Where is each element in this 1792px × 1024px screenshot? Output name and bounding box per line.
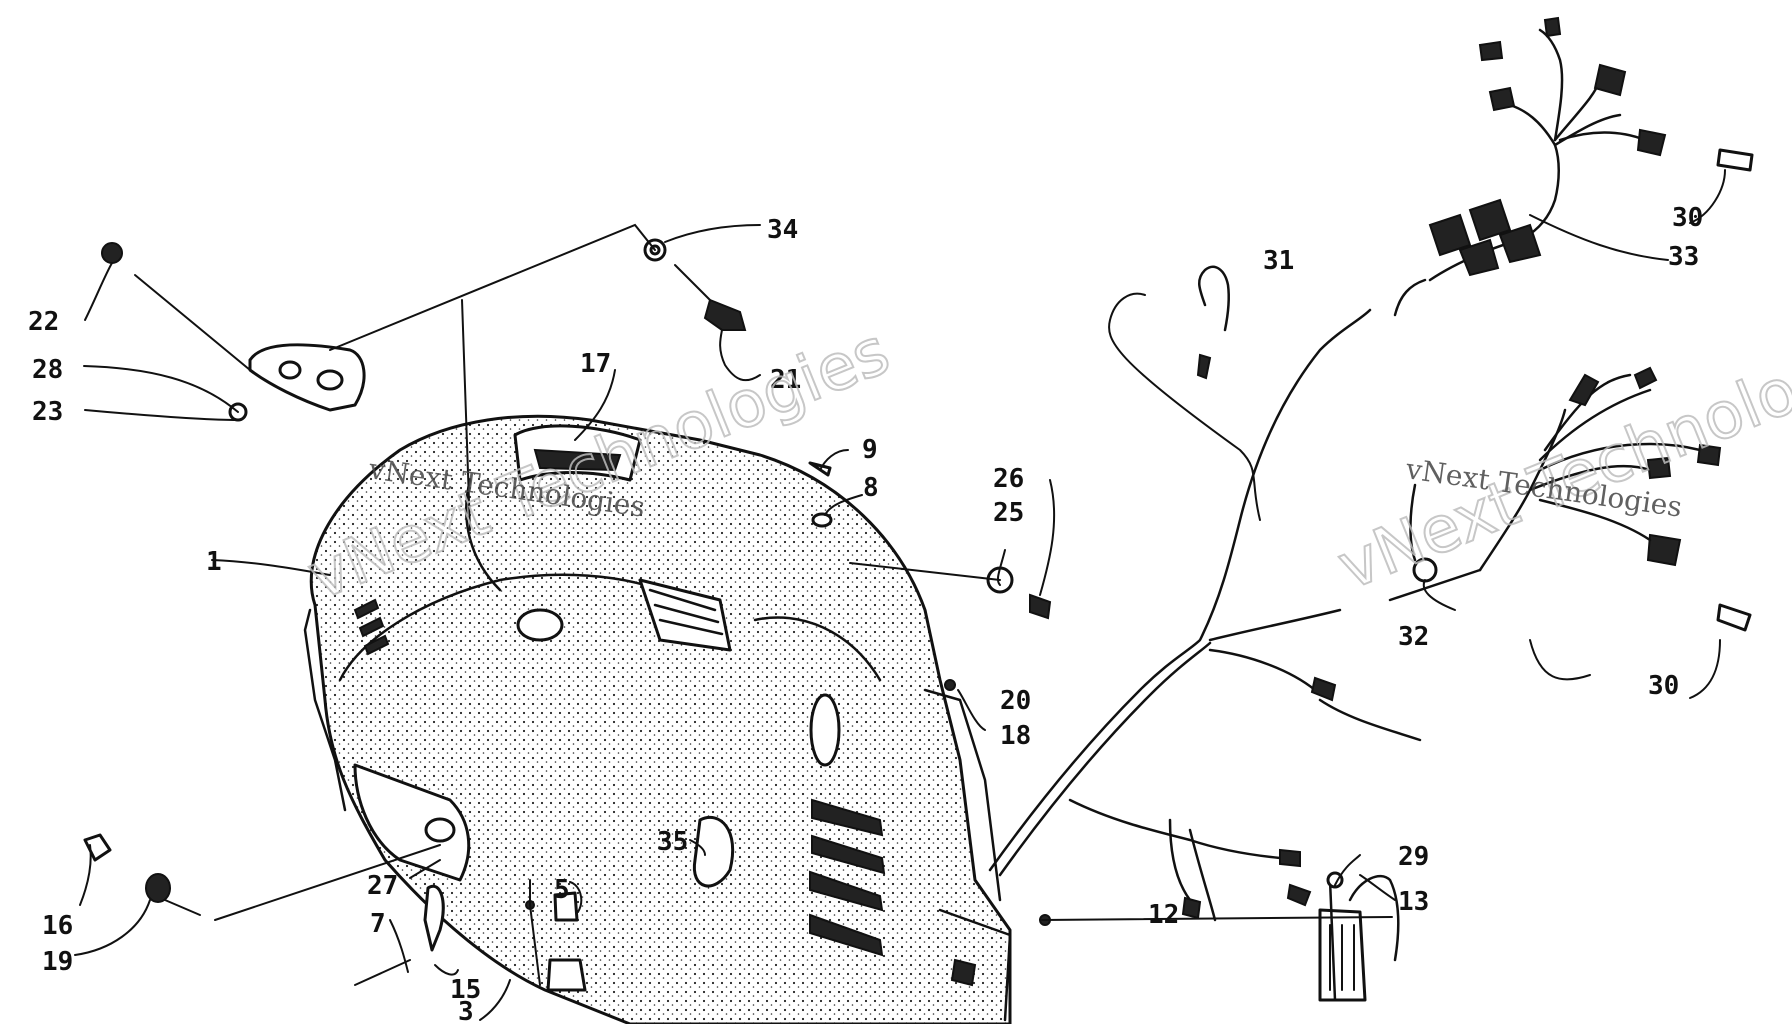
callout-23: 23 — [32, 397, 63, 427]
callout-12: 12 — [1148, 900, 1179, 930]
callout-21: 21 — [770, 365, 801, 395]
light-housing — [101, 242, 366, 422]
callout-29: 29 — [1398, 842, 1429, 872]
callout-18: 18 — [1000, 721, 1031, 751]
callout-13: 13 — [1398, 887, 1429, 917]
callout-20: 20 — [1000, 686, 1031, 716]
callout-19: 19 — [42, 947, 73, 977]
callout-1: 1 — [206, 547, 222, 577]
callout-22: 22 — [28, 307, 59, 337]
callout-33: 33 — [1668, 242, 1699, 272]
hood-body — [303, 414, 1012, 1024]
callout-labels: 1 3 5 7 8 9 12 13 15 16 17 18 19 20 21 2… — [28, 203, 1703, 1024]
callout-28: 28 — [32, 355, 63, 385]
callout-27: 27 — [367, 871, 398, 901]
callout-3: 3 — [458, 997, 474, 1024]
callout-16: 16 — [42, 911, 73, 941]
callout-30-bottom: 30 — [1648, 671, 1679, 701]
callout-26: 26 — [993, 464, 1024, 494]
wiring-harness — [988, 16, 1754, 1002]
callout-7: 7 — [370, 909, 386, 939]
leader-lines — [74, 169, 1726, 1021]
callout-35: 35 — [657, 827, 688, 857]
callout-32: 32 — [1398, 622, 1429, 652]
callout-8: 8 — [863, 473, 879, 503]
callout-25: 25 — [993, 498, 1024, 528]
callout-17: 17 — [580, 349, 611, 379]
callout-31: 31 — [1263, 246, 1294, 276]
callout-30-top: 30 — [1672, 203, 1703, 233]
callout-34: 34 — [767, 215, 798, 245]
watermark-large-right: vNext Technologies — [1328, 305, 1792, 605]
callout-15: 15 — [450, 975, 481, 1005]
callout-9: 9 — [862, 435, 878, 465]
callout-5: 5 — [554, 875, 570, 905]
